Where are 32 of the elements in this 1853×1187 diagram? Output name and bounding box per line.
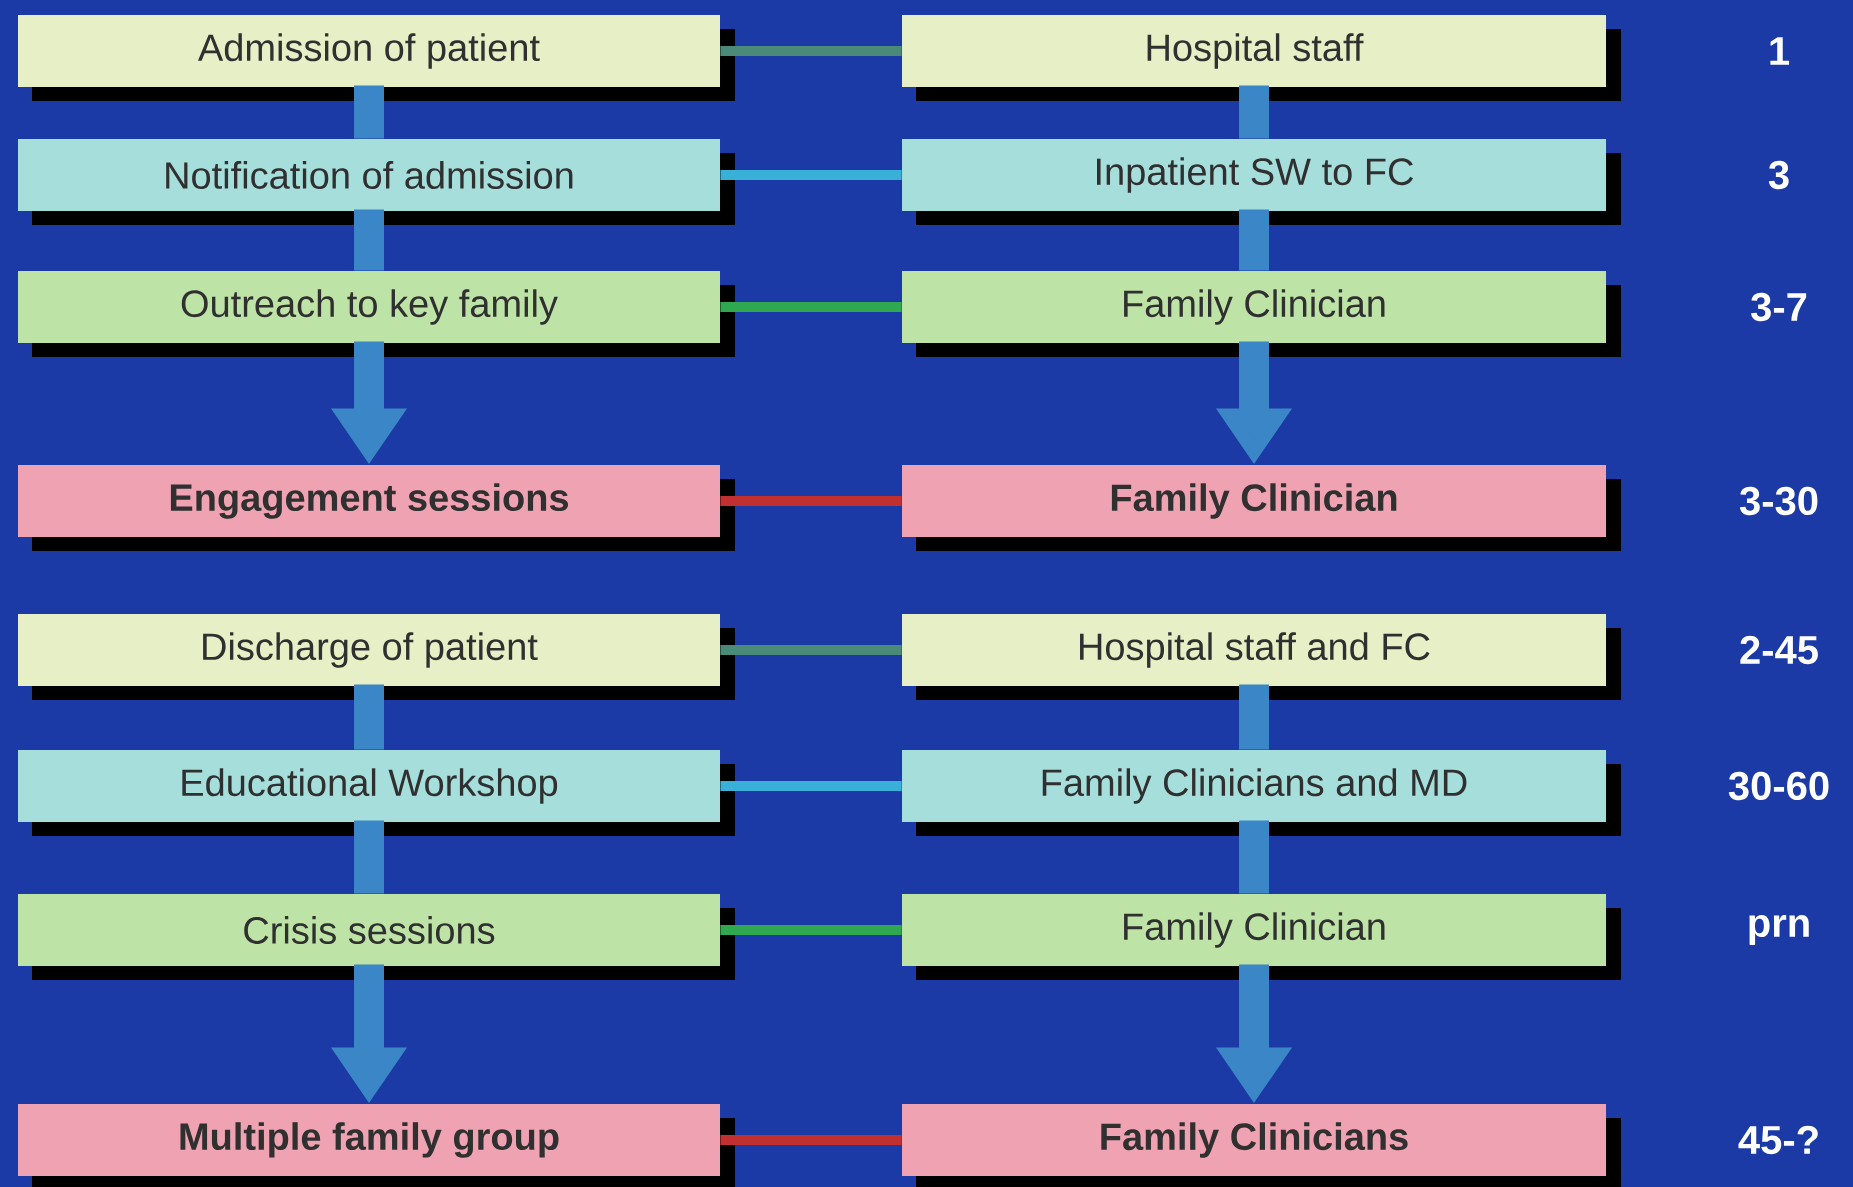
process-box: Engagement sessions (18, 465, 735, 551)
day-number: prn (1749, 915, 1809, 945)
connector-line (720, 645, 902, 655)
process-box: Inpatient SW to FC (902, 139, 1621, 225)
connector-line (720, 496, 902, 506)
process-box: Discharge of patient (18, 614, 735, 700)
connector-line (720, 46, 902, 56)
process-box: Family Clinicians (902, 1104, 1621, 1187)
connector-line (720, 170, 902, 180)
process-box: Admission of patient (18, 15, 735, 101)
day-number: 3-7 (1751, 292, 1807, 322)
process-box: Educational Workshop (18, 750, 735, 836)
day-number: 45-? (1738, 1125, 1818, 1155)
process-box: Hospital staff and FC (902, 614, 1621, 700)
connector-line (720, 302, 902, 312)
day-number: 3-30 (1739, 486, 1818, 516)
connector-line (720, 1135, 902, 1145)
process-box: Family Clinician (902, 894, 1621, 980)
process-box: Hospital staff (902, 15, 1621, 101)
process-box: Family Clinician (902, 465, 1621, 551)
day-number: 3 (1768, 160, 1789, 190)
process-box: Multiple family group (18, 1104, 735, 1187)
process-box: Family Clinician (902, 271, 1621, 357)
connector-line (720, 925, 902, 935)
process-box: Family Clinicians and MD (902, 750, 1621, 836)
day-number: 1 (1770, 37, 1790, 65)
day-number: 2-45 (1740, 635, 1818, 665)
process-box: Outreach to key family (18, 271, 735, 357)
day-number: 30-60 (1728, 771, 1829, 801)
process-box: Crisis sessions (18, 894, 735, 980)
connector-line (720, 781, 902, 791)
process-box: Notification of admission (18, 139, 735, 225)
